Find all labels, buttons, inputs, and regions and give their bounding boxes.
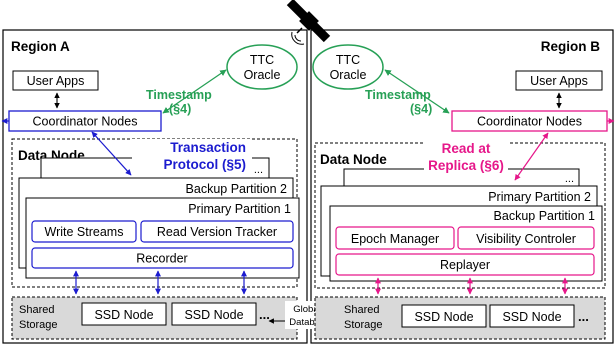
region-a-ssd-node-2-label: SSD Node <box>184 308 243 322</box>
region-b-ttc-oracle <box>312 44 384 90</box>
global-databus-line2: Databus <box>289 317 325 328</box>
region-a-ttc-oracle <box>226 44 298 90</box>
region-a-timestamp-label: Timestamp <box>146 88 212 102</box>
region-b-oracle-line1: TTC <box>336 53 360 67</box>
region-b-timestamp-ref: (§4) <box>410 102 432 116</box>
region-b-ssd-node-1 <box>401 304 487 328</box>
visibility-controler-box <box>457 226 595 250</box>
epoch-manager-label: Epoch Manager <box>351 232 439 246</box>
read-version-tracker-label: Read Version Tracker <box>157 225 277 239</box>
write-streams-box <box>31 220 137 243</box>
region-a-user-apps-box <box>12 70 99 91</box>
region-b-user-apps-box <box>515 70 603 91</box>
transaction-protocol-line2: Protocol (§5) <box>163 157 246 172</box>
region-a-user-apps-label: User Apps <box>27 74 85 88</box>
region-b-primary-partition-label: Primary Partition 2 <box>488 190 591 204</box>
transaction-protocol-bg <box>132 139 252 172</box>
region-b-oracle-line2: Oracle <box>330 68 367 82</box>
region-b-frame <box>310 29 614 344</box>
transaction-protocol-line1: Transaction <box>170 140 246 155</box>
region-b-stack-dots: ... <box>565 173 574 185</box>
region-a-shared-storage-line2: Storage <box>19 319 58 331</box>
satellite-icon <box>286 0 331 45</box>
region-b-ssd-node-1-label: SSD Node <box>414 310 473 324</box>
transaction-protocol-arrow <box>91 131 132 176</box>
recorder-label: Recorder <box>136 252 187 266</box>
region-b-shared-storage-line2: Storage <box>344 319 383 331</box>
region-a-primary-partition-label: Primary Partition 1 <box>188 202 291 216</box>
region-a-ssd-node-1-label: SSD Node <box>94 308 153 322</box>
region-a-ssd-node-2 <box>171 302 257 326</box>
region-a-coordinator-label: Coordinator Nodes <box>33 115 138 129</box>
region-a-title: Region A <box>11 39 70 54</box>
region-a-shared-storage-line1: Shared <box>19 304 54 316</box>
region-a-oracle-line1: TTC <box>250 53 274 67</box>
read-at-replica-arrow <box>514 132 549 181</box>
region-a-stack-dots: ... <box>254 164 263 176</box>
region-b-user-apps-label: User Apps <box>530 74 588 88</box>
replayer-box <box>335 253 595 276</box>
region-b-coordinator-label: Coordinator Nodes <box>477 115 582 129</box>
region-b-ssd-node-2 <box>489 304 575 328</box>
region-b-timestamp-arrow <box>384 69 450 114</box>
region-b-ssd-node-2-label: SSD Node <box>502 310 561 324</box>
read-at-replica-line1: Read at <box>442 141 491 156</box>
region-b-backup-partition-label: Backup Partition 1 <box>494 209 595 223</box>
region-b-shared-storage-line1: Shared <box>344 304 379 316</box>
region-a-timestamp-arrow <box>162 69 227 114</box>
region-a-timestamp-ref: (§4) <box>169 102 191 116</box>
write-streams-label: Write Streams <box>45 225 124 239</box>
region-b-storage-arrows <box>375 277 568 295</box>
region-a-storage-arrows <box>73 270 247 295</box>
region-a-frame <box>2 29 308 344</box>
replayer-label: Replayer <box>440 258 490 272</box>
visibility-controler-label: Visibility Controler <box>476 232 576 246</box>
epoch-manager-box <box>335 226 455 250</box>
region-a-oracle-line2: Oracle <box>244 68 281 82</box>
region-a-backup-partition-label: Backup Partition 2 <box>186 182 287 196</box>
recorder-box <box>31 247 294 269</box>
region-a-ssd-ellipsis: ... <box>259 307 270 322</box>
read-version-tracker-box <box>140 220 294 243</box>
read-at-replica-bg <box>424 141 508 173</box>
region-b-ssd-ellipsis: ... <box>578 309 589 324</box>
global-databus-line1: Global <box>293 304 320 315</box>
region-b-title: Region B <box>541 39 600 54</box>
region-b-data-node-title: Data Node <box>320 152 387 167</box>
region-b-timestamp-label: Timestamp <box>365 88 431 102</box>
read-at-replica-line2: Replica (§6) <box>428 158 504 173</box>
region-a-ssd-node-1 <box>81 302 167 326</box>
